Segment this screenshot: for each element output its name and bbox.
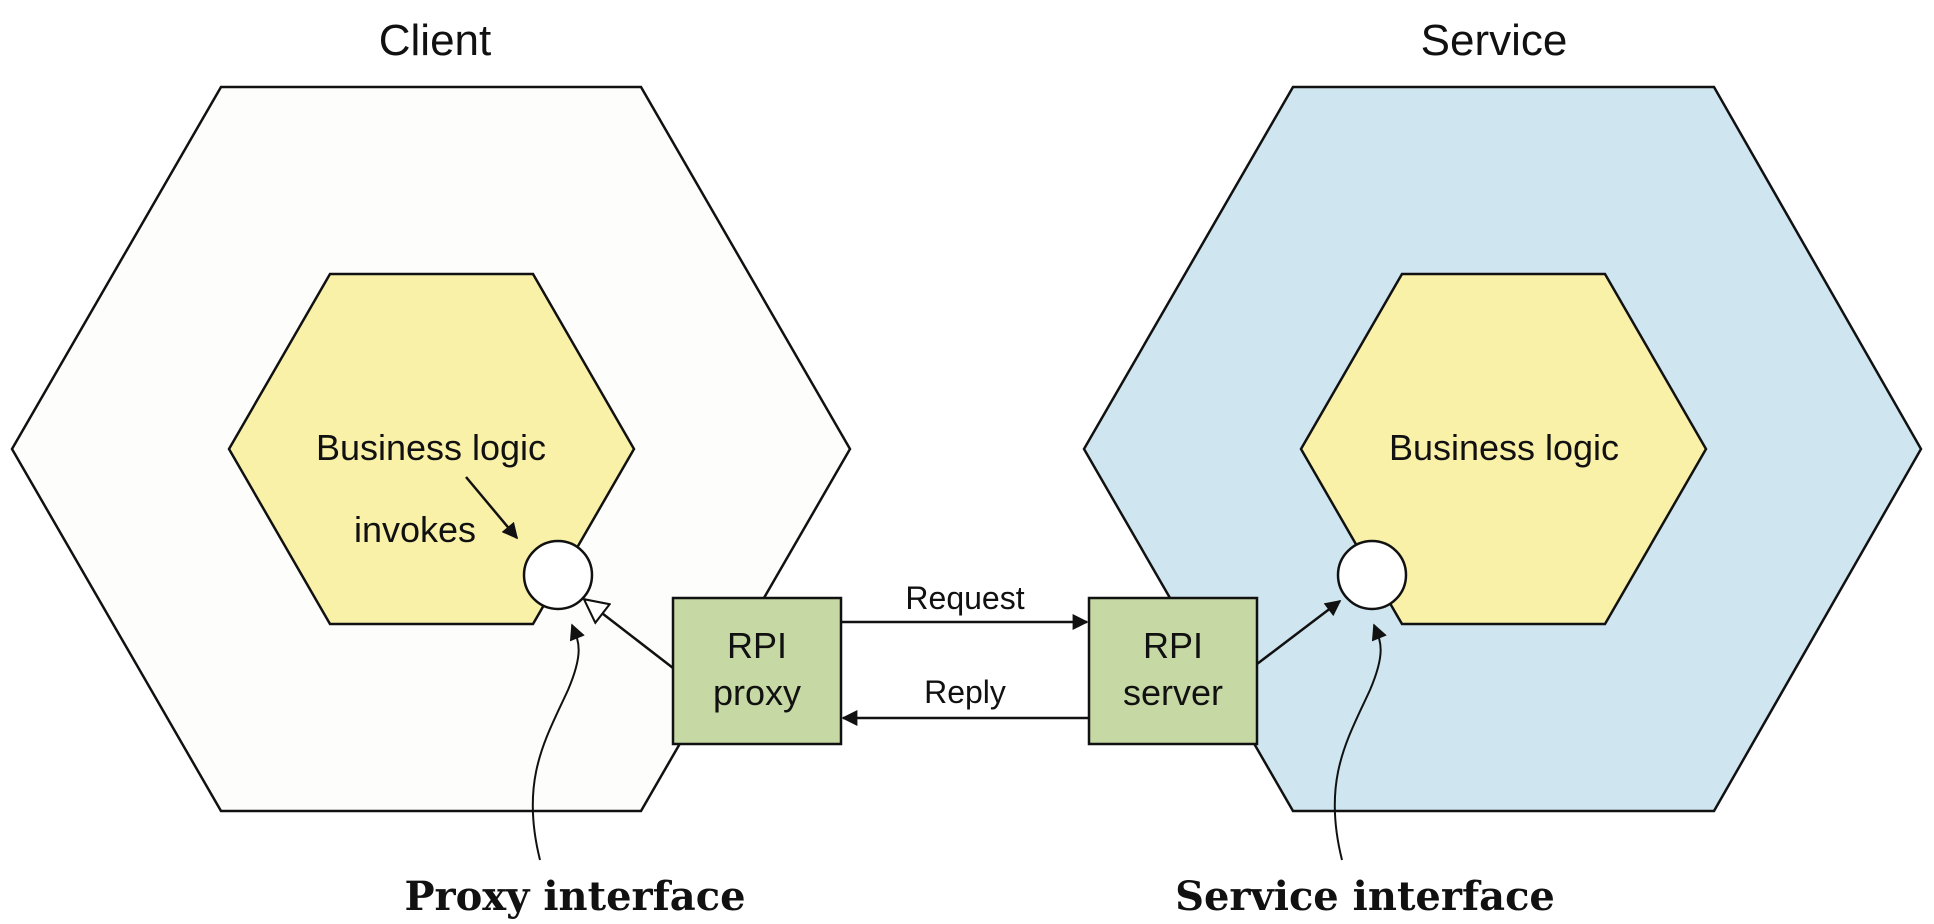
service-business-logic-label: Business logic — [1389, 427, 1619, 468]
rpi-server-label-line2: server — [1123, 672, 1223, 713]
proxy-interface-callout — [531, 623, 585, 861]
proxy-implements-arrow — [585, 600, 674, 669]
proxy-interface-circle — [522, 539, 594, 611]
service-title: Service — [1421, 16, 1568, 65]
client-business-logic-label: Business logic — [316, 427, 546, 468]
service-business-logic-hexagon — [1299, 272, 1708, 626]
proxy-interface-label: Proxy interface — [404, 873, 745, 920]
service-interface-circle — [1336, 539, 1408, 611]
rpi-proxy-label-line1: RPI — [727, 625, 787, 666]
server-invokes-arrow — [1256, 600, 1342, 665]
service-interface-label: Service interface — [1175, 873, 1555, 920]
rpi-server-box — [1087, 596, 1259, 746]
request-label: Request — [905, 580, 1024, 616]
client-title: Client — [379, 16, 492, 65]
client-business-logic-hexagon — [227, 272, 636, 626]
rpi-proxy-box — [671, 596, 843, 746]
reply-label: Reply — [924, 674, 1006, 710]
rpi-server-label-line1: RPI — [1143, 625, 1203, 666]
invokes-label: invokes — [354, 509, 476, 550]
service-interface-callout — [1333, 623, 1387, 861]
invokes-arrow — [465, 476, 519, 540]
rpi-proxy-label-line2: proxy — [713, 672, 801, 713]
